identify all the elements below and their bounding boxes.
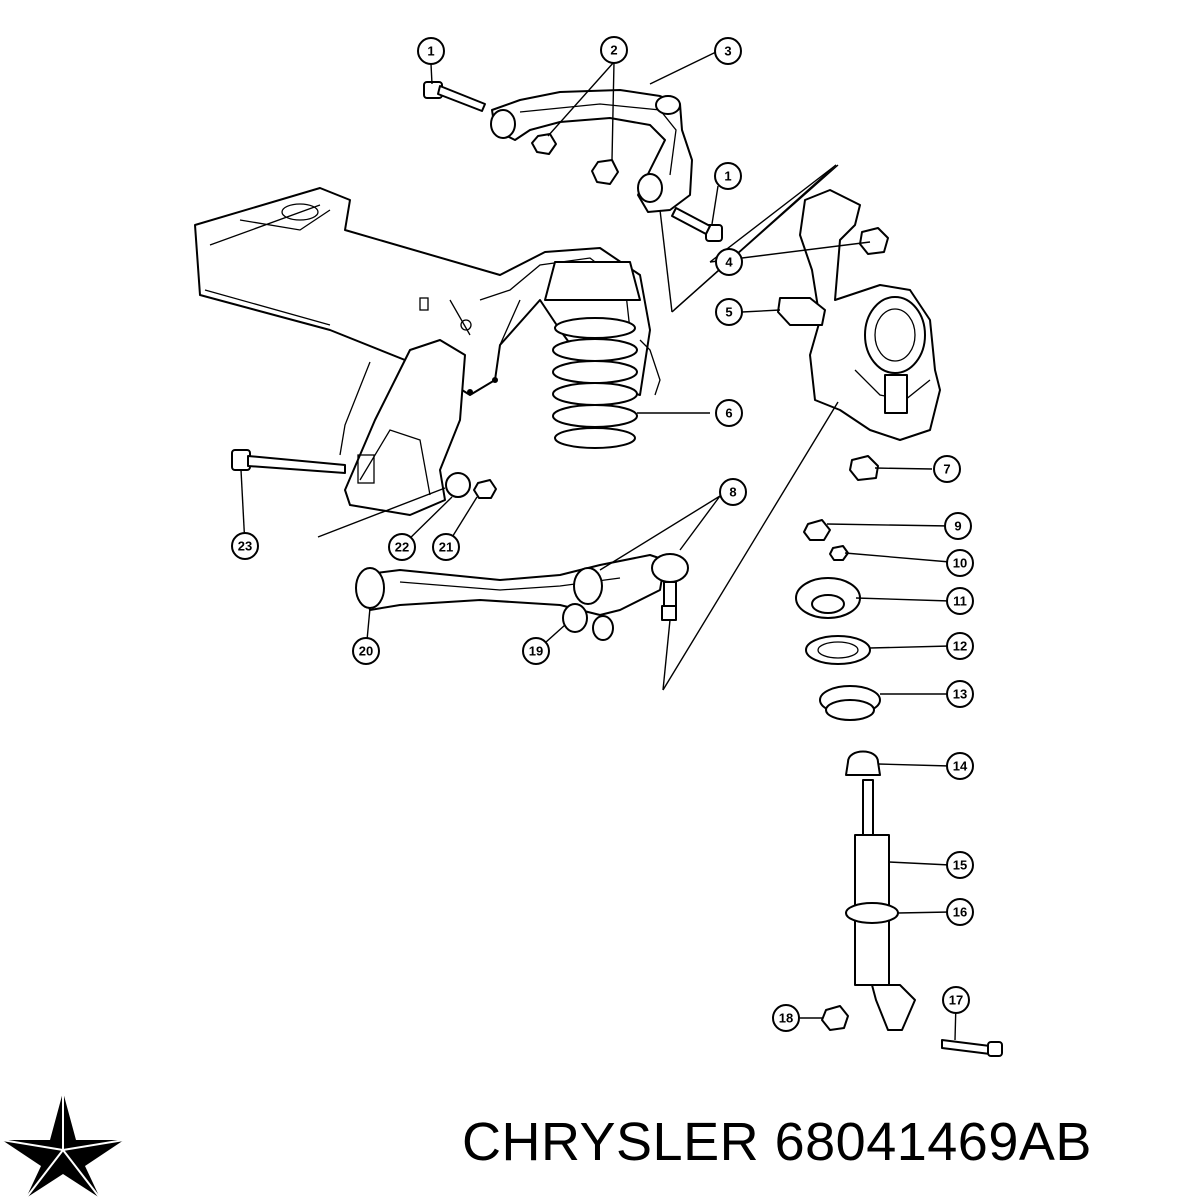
callout-label: 8 [729,485,736,500]
callout-label: 11 [953,594,967,609]
callout-label: 4 [725,255,733,270]
bolt-upper-front [423,81,486,112]
callout-14: 14 [946,752,974,780]
callout-label: 10 [953,556,967,571]
callout-label: 13 [953,687,967,702]
jounce-bumper-14 [845,750,881,776]
callout-5: 5 [715,298,743,326]
callout-1-upper: 1 [417,37,445,65]
callout-19: 19 [522,637,550,665]
strut-bolt-17 [941,1039,1003,1057]
steering-knuckle [799,189,941,441]
callout-13: 13 [946,680,974,708]
callout-7: 7 [933,455,961,483]
cam-washer [445,472,471,498]
callout-label: 6 [725,406,732,421]
callout-label: 5 [725,305,732,320]
knuckle-nut [849,455,879,481]
part-number-caption: CHRYSLER 68041469AB [462,1112,1092,1172]
callout-label: 18 [779,1011,793,1026]
coil-spring [544,261,661,449]
callout-label: 9 [954,519,961,534]
callout-18: 18 [772,1004,800,1032]
callout-label: 17 [949,993,963,1008]
callout-label: 7 [943,462,950,477]
callout-9: 9 [944,512,972,540]
strut-nut-10 [829,545,849,561]
callout-label: 22 [395,540,409,555]
callout-1-lower: 1 [714,162,742,190]
pentastar-icon [1,1092,125,1199]
ball-joint [651,553,689,621]
callout-21: 21 [432,533,460,561]
callout-label: 15 [953,858,967,873]
callout-3: 3 [714,37,742,65]
shock-absorber-15 [845,779,916,1031]
spring-isolator-12 [805,635,871,665]
strut-mount-11 [795,577,861,619]
callout-16: 16 [946,898,974,926]
nut-upper-arm-a [531,133,557,155]
callout-label: 16 [953,905,967,920]
lower-control-arm [355,554,666,641]
callout-4: 4 [715,248,743,276]
knuckle-bracket [777,297,826,326]
callout-17: 17 [942,986,970,1014]
callout-22: 22 [388,533,416,561]
callout-6: 6 [715,399,743,427]
callout-label: 19 [529,644,543,659]
upper-control-arm [490,89,693,213]
callout-2: 2 [600,36,628,64]
spring-seat-13 [819,685,881,721]
callout-label: 3 [724,44,731,59]
nut-lower-arm [473,479,497,499]
leader-lines [240,51,957,1041]
callout-label: 1 [724,169,731,184]
callout-8: 8 [719,478,747,506]
callout-label: 14 [953,759,968,774]
callout-label: 2 [610,43,617,58]
callout-10: 10 [946,549,974,577]
callout-12: 12 [946,632,974,660]
strut-nut-9 [803,519,831,541]
callout-label: 21 [439,540,453,555]
callout-23: 23 [231,532,259,560]
bolt-lower-arm [231,449,346,474]
callout-label: 1 [427,44,434,59]
frame-lower-bracket [317,339,466,538]
nut-upper-arm-b [591,159,619,185]
callout-15: 15 [946,851,974,879]
callout-label: 23 [238,539,252,554]
callout-20: 20 [352,637,380,665]
strut-nut-18 [821,1005,849,1031]
callout-label: 20 [359,644,373,659]
callout-11: 11 [946,587,974,615]
callout-label: 12 [953,639,967,654]
bolt-upper-rear [671,207,723,242]
